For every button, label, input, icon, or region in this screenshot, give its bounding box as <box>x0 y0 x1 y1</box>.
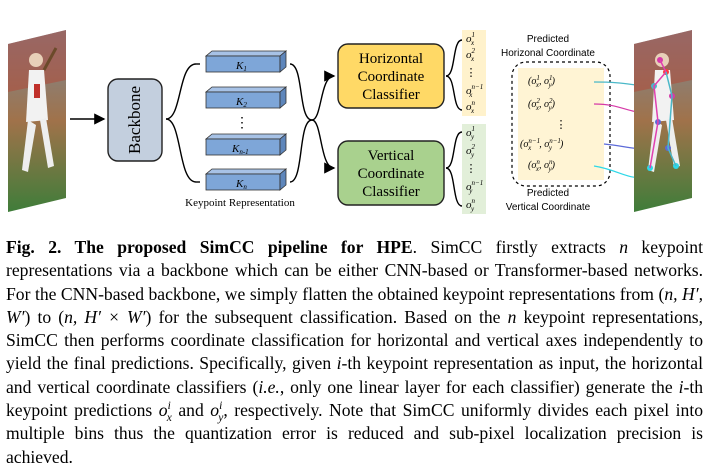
caption-text-9: and <box>171 400 211 421</box>
horizontal-classifier-line-2: Coordinate <box>358 69 425 85</box>
caption-text-4: ) for the subsequent classification. Bas… <box>145 306 508 327</box>
pred-vertical-label-1: Predicted <box>527 188 569 199</box>
caption-var-i2: i <box>678 376 684 397</box>
pred-vertical-label-2: Vertical Coordinate <box>506 202 591 213</box>
keypoint-label-n-1: Kn-1 <box>231 143 249 156</box>
keypoint-bar-n-1: Kn-1 <box>204 133 288 156</box>
caption-text-5: keypoint representations, SimCC then per… <box>6 306 704 374</box>
caption-text-1: . SimCC firstly extracts <box>412 237 620 257</box>
caption-label: Fig. 2. The proposed SimCC pipeline for … <box>6 237 413 257</box>
horizontal-classifier-line-3: Classifier <box>362 87 420 103</box>
horizontal-classifier: Horizontal Coordinate Classifier <box>337 43 445 109</box>
y-output-dots: ⋮ <box>466 163 477 175</box>
keypoint-label-n: Kn <box>235 178 247 191</box>
caption-ie: i.e. <box>258 376 280 397</box>
vertical-classifier-line-1: Vertical <box>368 148 415 164</box>
keypoint-label-2: K2 <box>235 96 247 109</box>
keypoint-bar-1: K1 <box>204 50 288 73</box>
figure-caption: Fig. 2. The proposed SimCC pipeline for … <box>6 236 703 469</box>
caption-text-6: -th keypoint representation as input, th… <box>6 353 703 397</box>
x-output-dots: ⋮ <box>466 67 477 79</box>
backbone-block: Backbone <box>107 78 163 162</box>
caption-ox: oix <box>158 400 172 424</box>
vertical-classifier-line-3: Classifier <box>362 184 420 200</box>
keypoint-caption: Keypoint Representation <box>185 197 295 209</box>
caption-var-n1: n <box>619 237 629 257</box>
caption-text-7: , only one linear layer for each classif… <box>279 376 679 397</box>
keypoint-bar-2: K2 <box>204 86 288 109</box>
pred-horizontal-label-2: Horizonal Coordinate <box>501 48 595 59</box>
horizontal-classifier-line-1: Horizontal <box>359 51 423 67</box>
caption-text-3: ) to ( <box>24 306 65 327</box>
keypoint-bars: K1 K2 ⋮ Kn-1 Kn <box>204 50 288 191</box>
caption-shape-from: n, H′, W′ <box>6 283 703 327</box>
input-image <box>8 30 66 212</box>
keypoint-label-1: K1 <box>235 60 247 73</box>
output-image <box>634 30 692 212</box>
vertical-classifier-line-2: Coordinate <box>358 166 425 182</box>
caption-var-n2: n <box>507 306 517 327</box>
caption-text-8: -th keypoint predictions <box>6 376 704 421</box>
pipeline-figure: Backbone K1 K2 ⋮ Kn-1 Kn <box>0 0 709 230</box>
backbone-label: Backbone <box>125 86 144 154</box>
keypoint-dots: ⋮ <box>235 116 249 131</box>
caption-var-i1: i <box>336 353 342 374</box>
pred-horizontal-label-1: Predicted <box>527 34 569 45</box>
vertical-classifier: Vertical Coordinate Classifier <box>337 140 445 206</box>
keypoint-bar-n: Kn <box>204 168 288 191</box>
caption-shape-to: n, H′ × W′ <box>64 306 146 327</box>
coord-dots: ⋮ <box>556 119 567 131</box>
caption-text-10: , respectively. Note that SimCC uniforml… <box>6 400 704 467</box>
caption-oy: oiy <box>210 400 224 424</box>
caption-text-2: keypoint representations via a backbone … <box>6 237 703 304</box>
